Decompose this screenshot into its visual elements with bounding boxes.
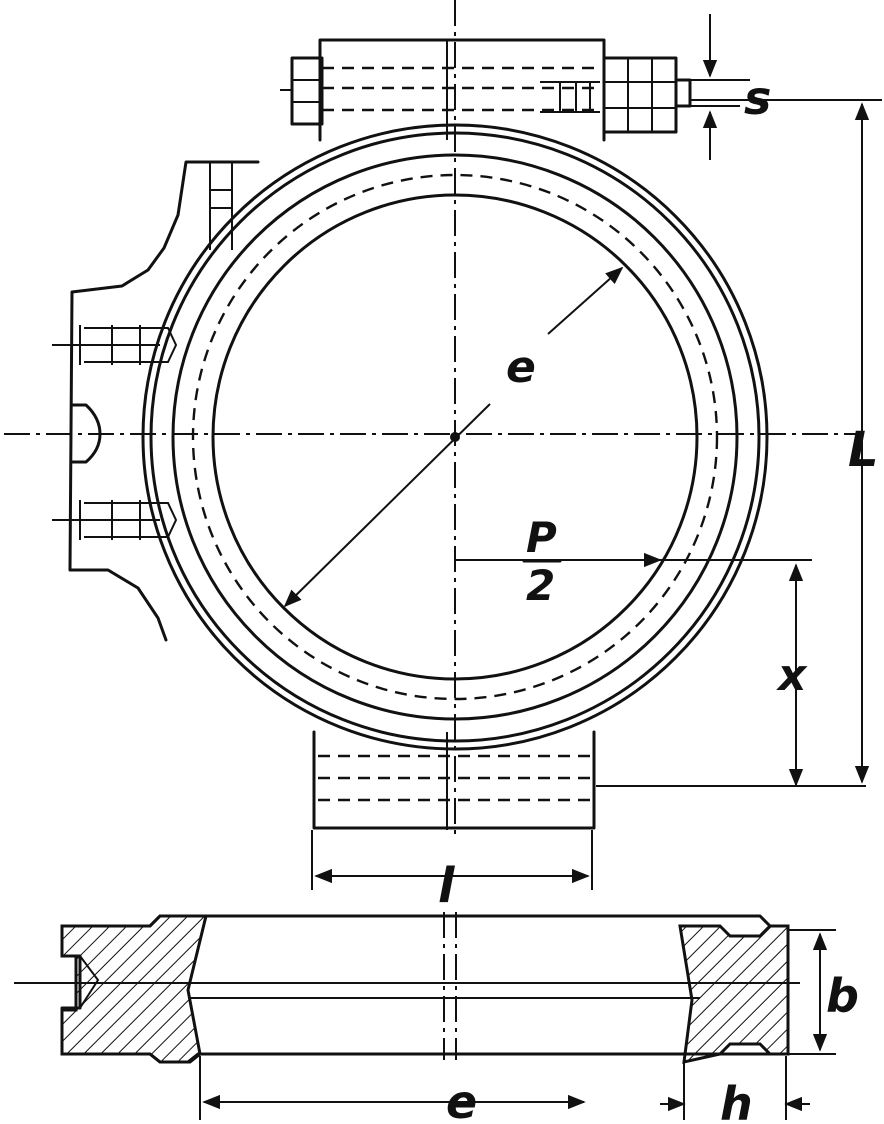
label-b: b [826, 969, 859, 1023]
label-h: h [720, 1077, 753, 1124]
label-l-small: l [438, 858, 455, 914]
label-x: x [776, 650, 808, 701]
centre-lines [4, 0, 860, 840]
left-section-hatch [60, 914, 208, 1064]
bottom-clamp-block [312, 730, 596, 830]
label-e-radius: e [506, 342, 536, 393]
half-p-dimension [455, 552, 812, 568]
label-p-numerator: P [526, 513, 557, 562]
length-l-dimension [596, 99, 882, 787]
label-p-denominator: 2 [526, 561, 555, 610]
label-s: s [744, 71, 771, 125]
radius-e-dimension [283, 266, 624, 608]
top-clamp-block [280, 38, 692, 142]
thickness-s-dimension [690, 14, 750, 160]
right-section-hatch [678, 924, 790, 1064]
label-e-bottom: e [446, 1075, 477, 1124]
section-view: b e h [14, 912, 859, 1124]
top-view: e s L P 2 x l [4, 0, 882, 914]
l-dimension [311, 830, 593, 890]
label-l-total: L [848, 422, 879, 478]
